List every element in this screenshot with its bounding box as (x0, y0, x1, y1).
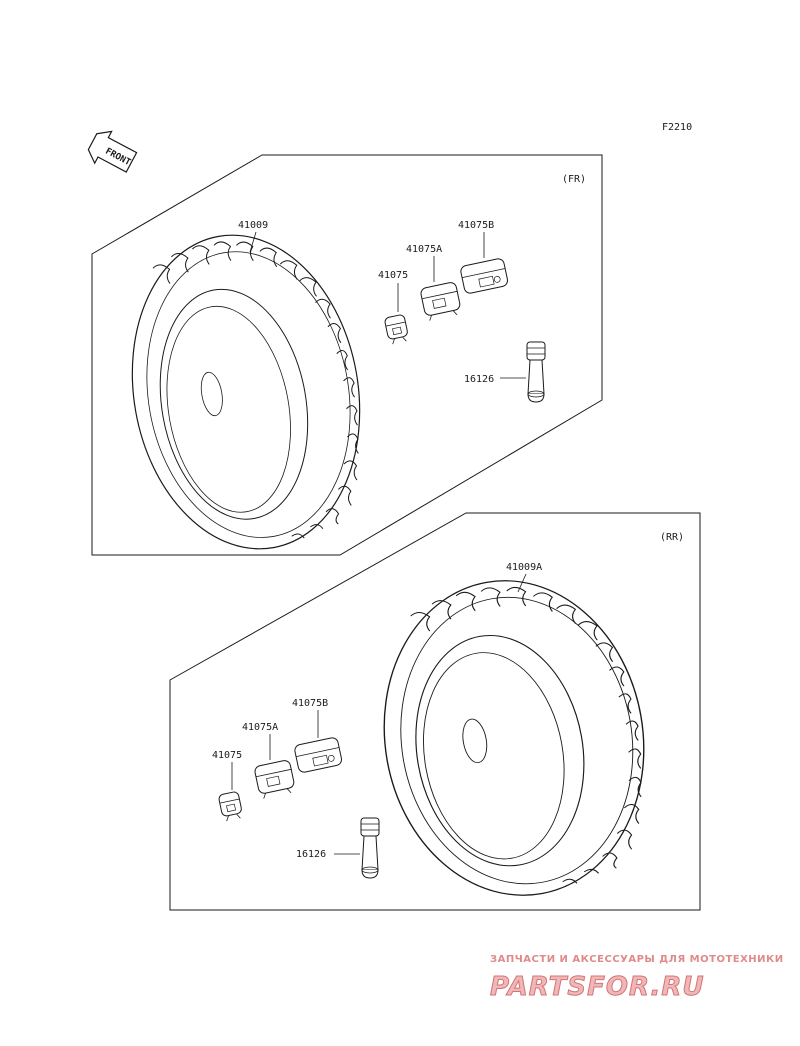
watermark-brand: PARTSFOR.RU (490, 972, 704, 1002)
rear-section-frame (169, 512, 701, 911)
figure-code: F2210 (662, 122, 692, 133)
rear-section: (RR) 41009A 41075 41075A 41075B 16126 (169, 512, 701, 917)
rear-tire-label: 41009A (506, 562, 542, 573)
rear-weight-a-label: 41075A (242, 722, 278, 733)
front-section-tag: (FR) (562, 174, 586, 185)
front-weight-small (383, 313, 410, 346)
front-weight-a-label: 41075A (406, 244, 442, 255)
front-section: (FR) 41009 41075 41075A 41075B 16126 (91, 154, 603, 568)
rear-weight-b-label: 41075B (292, 698, 328, 709)
front-section-frame (91, 154, 603, 556)
watermark-tagline: ЗАПЧАСТИ И АКСЕССУАРЫ ДЛЯ МОТОТЕХНИКИ (490, 954, 784, 965)
front-weight-medium (419, 281, 463, 322)
front-weight-b-label: 41075B (458, 220, 494, 231)
rear-valve (360, 817, 380, 879)
front-valve-label: 16126 (464, 374, 494, 385)
rear-valve-label: 16126 (296, 849, 326, 860)
front-weight-large (459, 257, 510, 295)
front-tire-label: 41009 (238, 220, 268, 231)
rear-weight-small (217, 790, 244, 823)
rear-weight-medium (253, 759, 297, 800)
front-tire (107, 216, 385, 568)
rear-weight-label: 41075 (212, 750, 242, 761)
rear-tire (359, 559, 669, 917)
rear-weight-large (293, 736, 344, 774)
front-arrow-icon: FRONT (87, 130, 138, 173)
rear-section-tag: (RR) (660, 532, 684, 543)
watermark: ЗАПЧАСТИ И АКСЕССУАРЫ ДЛЯ МОТОТЕХНИКИ PA… (490, 954, 784, 1003)
front-weight-label: 41075 (378, 270, 408, 281)
front-valve (526, 341, 546, 403)
